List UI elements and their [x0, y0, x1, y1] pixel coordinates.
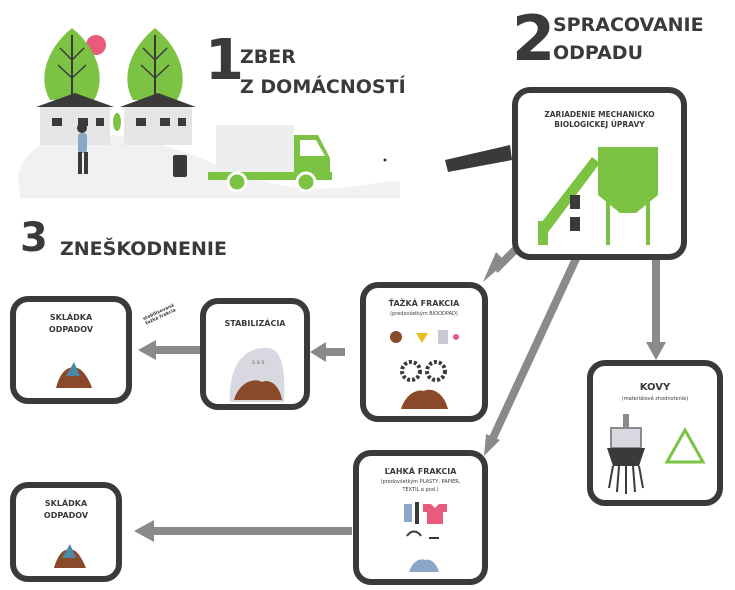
metals-title: KOVY — [639, 382, 671, 393]
banana-icon — [416, 333, 428, 343]
tree-icon — [127, 28, 183, 110]
bag-icon — [406, 530, 422, 537]
step2-title-line1: SPRACOVANIE — [553, 14, 704, 36]
plastic-pile-icon — [409, 559, 439, 572]
step3-title: ZNEŠKODNENIE — [60, 238, 227, 260]
mbt-title-line1: ZARIADENIE MECHANICKO — [544, 110, 655, 119]
paper-icon — [415, 502, 419, 524]
dot-decoration — [383, 158, 387, 162]
stabilization-icon: s s s — [229, 347, 285, 402]
light-fraction-title: ĽAHKÁ FRAKCIA — [384, 467, 457, 476]
svg-text:s s s: s s s — [252, 360, 264, 366]
mbt-plant-icon — [538, 147, 658, 245]
magnet-icon — [607, 414, 645, 494]
waste-pile-icon — [234, 380, 282, 400]
mbt-facility-box: ZARIADENIE MECHANICKO BIOLOGICKEJ ÚPRAVY — [512, 87, 687, 260]
metals-box: KOVY (materiálové zhodnotenie) — [587, 360, 723, 506]
stabilization-title: STABILIZÁCIA — [224, 319, 286, 328]
landfill-icon — [56, 362, 92, 388]
garbage-truck-icon — [208, 125, 332, 193]
person-icon — [77, 123, 88, 174]
step1-number: 1 — [205, 28, 244, 93]
ground-shape — [18, 133, 400, 198]
bottle-icon — [404, 504, 412, 522]
waste-pile-icon — [401, 389, 448, 409]
shirt-icon — [423, 504, 447, 524]
gear-icon — [425, 360, 447, 382]
heavy-fraction-subtitle: (predovšetkým BIOODPAD) — [390, 311, 458, 317]
stabilization-box: STABILIZÁCIA s s s — [200, 298, 310, 410]
step2-title-line2: ODPADU — [553, 42, 644, 64]
heavy-fraction-icons — [390, 330, 459, 409]
light-fraction-icons — [404, 502, 447, 572]
landfill-icon — [54, 544, 86, 568]
step3-number: 3 — [20, 215, 48, 261]
landfill2-title-line1: SKLÁDKA — [44, 499, 88, 508]
bush-icon — [113, 113, 121, 131]
landfill-box-2: SKLÁDKA ODPADOV — [10, 482, 122, 582]
heavy-fraction-title: ŤAŽKÁ FRAKCIA — [388, 299, 460, 308]
step1-title-line1: ZBER — [240, 46, 296, 68]
light-fraction-subtitle-line2: TEXTIL a pod.) — [402, 487, 439, 493]
landfill1-title-line2: ODPADOV — [48, 325, 94, 334]
flow-arrow — [445, 145, 512, 172]
can-icon — [438, 330, 448, 344]
mbt-title-line2: BIOLOGICKEJ ÚPRAVY — [554, 120, 645, 129]
light-fraction-box: ĽAHKÁ FRAKCIA (predovšetkým PLASTY, PAPI… — [353, 450, 488, 585]
metals-subtitle: (materiálové zhodnotenie) — [621, 396, 689, 402]
step1-title-line2: Z DOMÁCNOSTÍ — [240, 76, 406, 98]
landfill2-title-line2: ODPADOV — [43, 511, 89, 520]
bulb-icon — [390, 331, 402, 343]
heavy-fraction-box: ŤAŽKÁ FRAKCIA (predovšetkým BIOODPAD) — [360, 282, 488, 422]
metals-icons — [607, 414, 706, 494]
heart-icon — [453, 334, 459, 340]
landfill1-title-line1: SKLÁDKA — [49, 313, 93, 322]
house-icon — [120, 93, 196, 145]
light-fraction-subtitle-line1: (predovšetkým PLASTY, PAPIER, — [380, 479, 461, 485]
landfill-box-1: SKLÁDKA ODPADOV — [10, 296, 132, 404]
gear-icon — [400, 360, 422, 382]
arrow-mbt-to-light — [488, 248, 584, 442]
waste-bin-icon — [173, 155, 187, 177]
recycle-icon — [664, 426, 706, 464]
step2-number: 2 — [512, 2, 556, 75]
house-icon — [36, 93, 114, 145]
